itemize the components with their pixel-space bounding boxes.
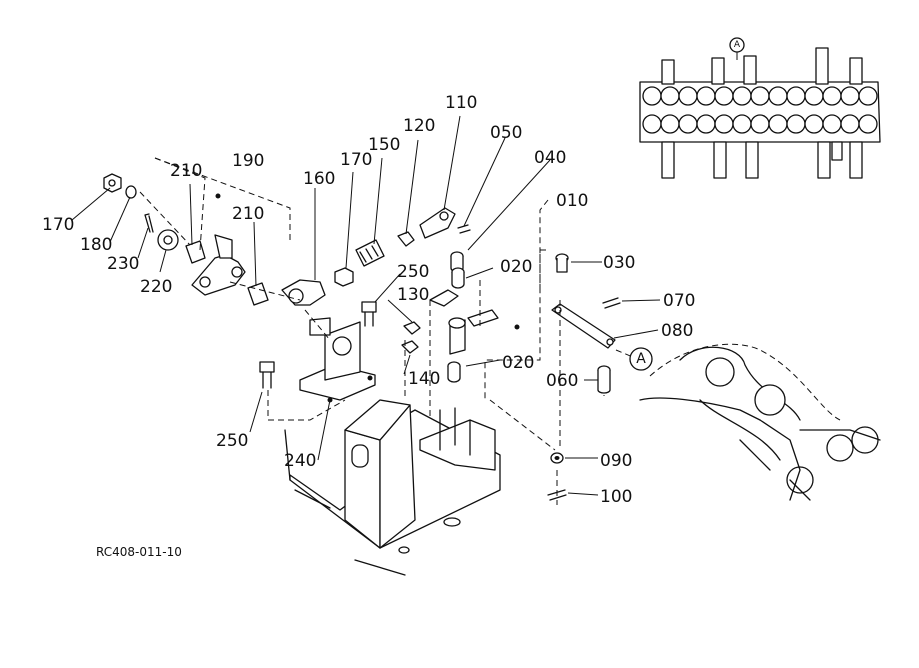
part-label-170-left: 170 — [42, 215, 74, 235]
part-label-110: 110 — [445, 93, 477, 113]
part-number-labels: 170 180 230 220 210 190 210 160 170 150 … — [42, 93, 695, 507]
part-label-210-right: 210 — [232, 204, 264, 224]
part-label-130: 130 — [397, 285, 429, 305]
part-label-250-upper: 250 — [397, 262, 429, 282]
valve-spool-row-upper — [642, 86, 878, 106]
valve-section — [639, 343, 881, 501]
valve-inset-view: A — [639, 37, 881, 179]
part-label-220: 220 — [140, 277, 172, 297]
part-label-040: 040 — [534, 148, 566, 168]
part-label-070: 070 — [663, 291, 695, 311]
pivot-assembly — [259, 224, 621, 501]
part-label-160: 160 — [303, 169, 335, 189]
view-marker-a: A — [629, 347, 653, 371]
leader-lines — [71, 115, 661, 505]
part-label-210-left: 210 — [170, 161, 202, 181]
part-label-150: 150 — [368, 135, 400, 155]
drawing-code: RC408-011-10 — [96, 545, 182, 559]
inset-marker-a: A — [734, 40, 741, 50]
part-label-120: 120 — [403, 116, 435, 136]
part-label-250-lower: 250 — [216, 431, 248, 451]
part-label-020-upper: 020 — [500, 257, 532, 277]
view-marker-a-label: A — [636, 351, 646, 367]
part-label-230: 230 — [107, 254, 139, 274]
part-label-050: 050 — [490, 123, 522, 143]
part-label-180: 180 — [80, 235, 112, 255]
control-frame — [284, 399, 501, 576]
valve-spool-row-lower — [642, 114, 878, 134]
part-label-030: 030 — [603, 253, 635, 273]
part-label-080: 080 — [661, 321, 693, 341]
part-label-020-lower: 020 — [502, 353, 534, 373]
part-label-100: 100 — [600, 487, 632, 507]
mount-bracket — [299, 317, 376, 403]
part-label-140: 140 — [408, 369, 440, 389]
part-label-240: 240 — [284, 451, 316, 471]
part-label-060: 060 — [546, 371, 578, 391]
part-label-090: 090 — [600, 451, 632, 471]
part-label-190: 190 — [232, 151, 264, 171]
part-label-010: 010 — [556, 191, 588, 211]
lever-assembly — [103, 173, 456, 306]
part-label-170-right: 170 — [340, 150, 372, 170]
